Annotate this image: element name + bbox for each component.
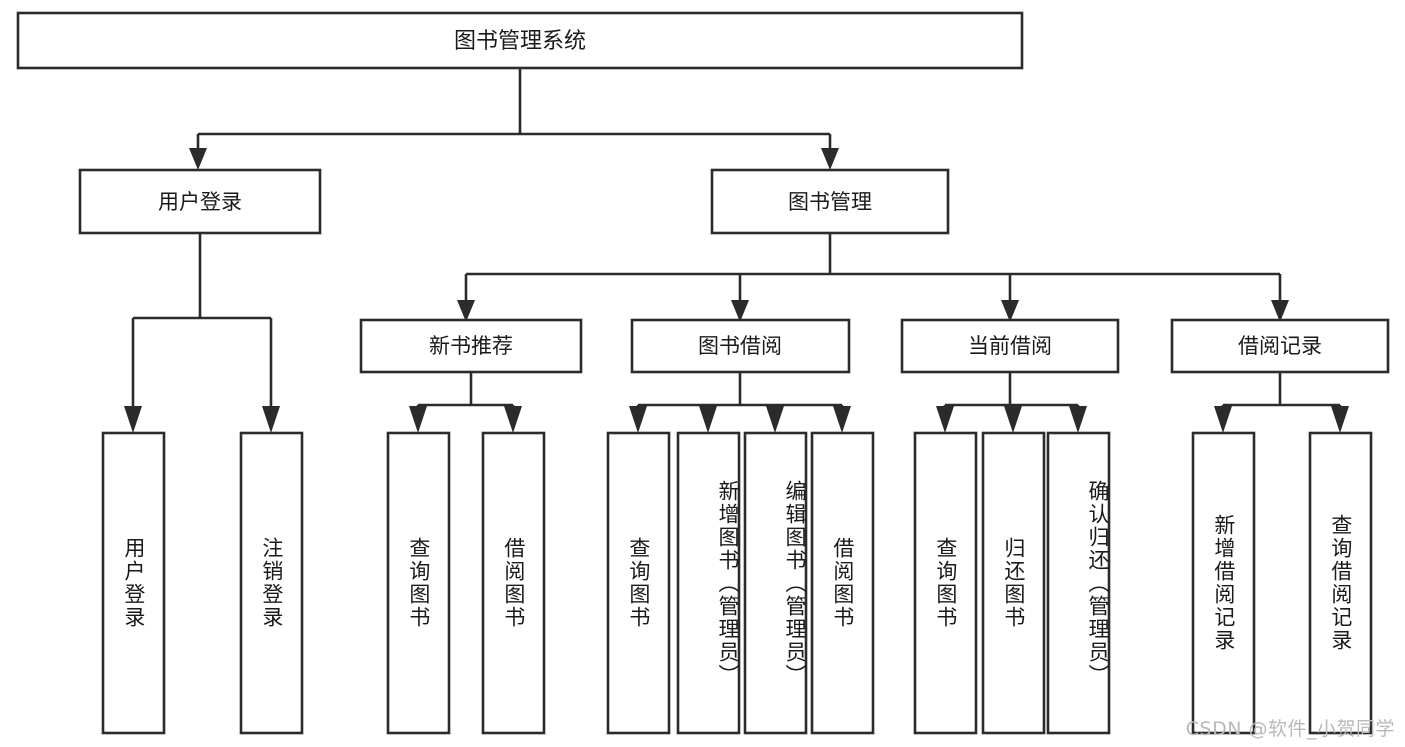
connector-borrow-record-to-leaves (1214, 372, 1349, 433)
leaf-box-add-borrow-record[interactable] (1191, 431, 1256, 735)
leaf-box-query-book-1[interactable] (386, 431, 451, 735)
node-book-borrow-label: 图书借阅 (698, 334, 782, 358)
leaf-box-return-book[interactable] (981, 431, 1046, 735)
node-root-box (16, 11, 1024, 70)
leaf-box-add-book-admin[interactable] (676, 431, 741, 735)
node-book-management-label: 图书管理 (788, 190, 872, 214)
leaf-box-query-book-3[interactable] (913, 431, 978, 735)
leaf-label-borrow-book-1: 借阅图书 (501, 537, 526, 629)
arrow-head-icon (124, 406, 142, 433)
connector-user-login-to-leaves (124, 233, 280, 433)
arrow-head-icon (766, 406, 784, 433)
leaf-label-edit-book-admin: 编辑图书（管理员） (783, 479, 807, 687)
node-book-management[interactable]: 图书管理 (710, 168, 950, 235)
node-borrow-record-label: 借阅记录 (1238, 334, 1322, 358)
connector-book-borrow-to-leaves (629, 372, 851, 433)
leaf-label-confirm-return-admin: 确认归还（管理员） (1086, 479, 1110, 687)
node-current-borrow-box (900, 318, 1120, 374)
arrow-head-icon (699, 406, 717, 433)
leaf-label-query-borrow-record: 查询借阅记录 (1328, 514, 1353, 652)
leaf-box-logout[interactable] (239, 431, 304, 735)
node-new-book-recommend[interactable]: 新书推荐 (359, 318, 583, 374)
arrow-head-icon (1331, 406, 1349, 433)
leaf-label-query-book-1: 查询图书 (406, 537, 431, 629)
leaf-box-confirm-return-admin[interactable] (1046, 431, 1111, 735)
node-current-borrow[interactable]: 当前借阅 (900, 318, 1120, 374)
leaf-box-borrow-book-1[interactable] (481, 431, 546, 735)
node-user-login-label: 用户登录 (158, 190, 242, 214)
arrow-head-icon (1001, 300, 1019, 322)
leaf-label-logout: 注销登录 (259, 537, 284, 629)
leaf-box-query-borrow-record[interactable] (1308, 431, 1373, 735)
leaf-box-edit-book-admin[interactable] (743, 431, 808, 735)
node-current-borrow-label: 当前借阅 (968, 334, 1052, 358)
csdn-watermark: CSDN @软件_小贺同学 (1185, 718, 1395, 740)
arrow-head-icon (821, 148, 839, 170)
connector-current-borrow-to-leaves (936, 372, 1087, 433)
leaf-label-query-book-3: 查询图书 (933, 537, 958, 629)
arrow-head-icon (1271, 300, 1289, 322)
arrow-head-icon (189, 148, 207, 170)
node-book-borrow[interactable]: 图书借阅 (630, 318, 851, 374)
arrow-head-icon (629, 406, 647, 433)
leaf-label-borrow-book-2: 借阅图书 (830, 537, 855, 629)
node-new-book-recommend-label: 新书推荐 (429, 334, 513, 358)
arrow-head-icon (731, 300, 749, 322)
leaf-label-query-book-2: 查询图书 (626, 537, 651, 629)
arrow-head-icon (1004, 406, 1022, 433)
node-root[interactable]: 图书管理系统 (16, 11, 1024, 70)
node-book-borrow-box (630, 318, 851, 374)
connector-book-management-to-level3 (457, 233, 1289, 322)
arrow-head-icon (457, 300, 475, 322)
leaf-box-query-book-2[interactable] (606, 431, 671, 735)
arrow-head-icon (409, 406, 427, 433)
leaf-box-borrow-book-2[interactable] (810, 431, 875, 735)
leaf-label-add-book-admin: 新增图书（管理员） (716, 479, 740, 687)
arrow-head-icon (262, 406, 280, 433)
arrow-head-icon (1069, 406, 1087, 433)
node-new-book-recommend-box (359, 318, 583, 374)
arrow-head-icon (1214, 406, 1232, 433)
leaf-label-return-book: 归还图书 (1001, 537, 1026, 629)
leaf-box-user-login[interactable] (101, 431, 166, 735)
connector-root-to-level2 (189, 68, 839, 170)
node-user-login[interactable]: 用户登录 (78, 168, 322, 235)
leaf-label-user-login: 用户登录 (121, 537, 146, 629)
arrow-head-icon (833, 406, 851, 433)
node-root-label: 图书管理系统 (454, 29, 586, 54)
connector-new-book-recommend-to-leaves (409, 372, 522, 433)
arrow-head-icon (936, 406, 954, 433)
arrow-head-icon (504, 406, 522, 433)
node-borrow-record[interactable]: 借阅记录 (1170, 318, 1390, 374)
leaf-label-add-borrow-record: 新增借阅记录 (1211, 514, 1236, 652)
